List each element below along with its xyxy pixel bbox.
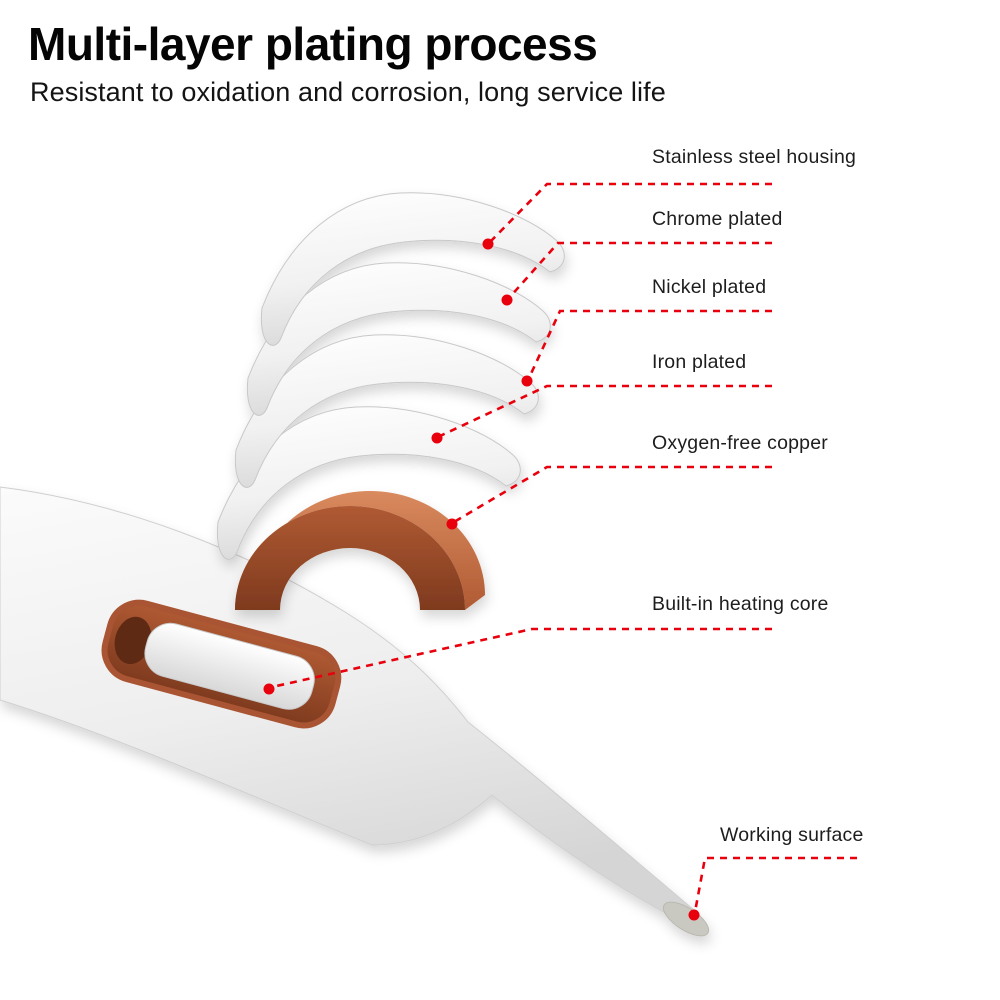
callout-line-working-surface bbox=[693, 856, 857, 913]
label-oxygen-free-copper: Oxygen-free copper bbox=[652, 432, 828, 454]
copper-arch-top bbox=[235, 491, 485, 610]
callout-dot-heating-core bbox=[263, 683, 275, 695]
copper-rim bbox=[101, 599, 342, 729]
copper-arch-front bbox=[235, 506, 465, 610]
callout-dots bbox=[263, 238, 700, 921]
label-chrome-plated: Chrome plated bbox=[652, 208, 783, 230]
callout-dot-working-surface bbox=[688, 909, 700, 921]
page-subtitle: Resistant to oxidation and corrosion, lo… bbox=[30, 76, 666, 107]
callout-dot-chrome bbox=[501, 294, 513, 306]
label-working-surface: Working surface bbox=[720, 824, 864, 846]
label-iron-plated: Iron plated bbox=[652, 351, 747, 373]
callout-dot-stainless bbox=[482, 238, 494, 250]
cavity-shadow bbox=[114, 616, 152, 665]
heating-core-cutaway bbox=[101, 599, 342, 729]
tip-cap bbox=[662, 901, 710, 937]
callout-line-chrome bbox=[508, 241, 772, 299]
label-built-in-heating-core: Built-in heating core bbox=[652, 593, 829, 615]
callout-dot-iron bbox=[431, 432, 443, 444]
callout-dot-copper bbox=[446, 518, 458, 530]
iron-body bbox=[0, 486, 701, 931]
page-title: Multi-layer plating process bbox=[28, 18, 598, 70]
callout-line-nickel bbox=[527, 309, 772, 379]
callout-leaders bbox=[271, 182, 857, 913]
label-nickel-plated: Nickel plated bbox=[652, 276, 767, 298]
soldering-iron bbox=[0, 486, 710, 937]
label-stainless-steel-housing: Stainless steel housing bbox=[652, 146, 857, 168]
callout-dot-nickel bbox=[521, 375, 533, 387]
callout-line-iron bbox=[439, 384, 772, 438]
header: Multi-layer plating process Resistant to… bbox=[28, 18, 666, 108]
callout-line-stainless bbox=[489, 182, 772, 243]
copper-arch bbox=[235, 491, 485, 610]
callout-line-copper bbox=[453, 465, 772, 524]
callout-line-heating-core bbox=[271, 627, 772, 689]
